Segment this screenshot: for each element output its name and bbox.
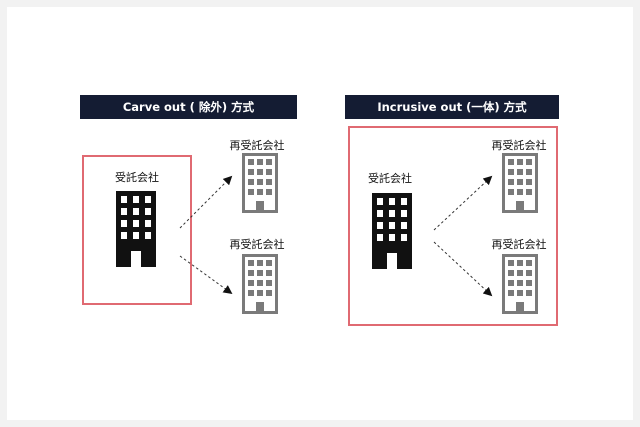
inclusive-out-contractor-label: 受託会社 — [368, 172, 412, 185]
dashed-arrow-icon — [179, 175, 233, 229]
office-building-icon — [242, 254, 278, 314]
carve-out-subcontractor-label-2: 再受託会社 — [229, 238, 285, 251]
inclusive-out-subcontractor-label-1: 再受託会社 — [491, 139, 547, 152]
inclusive-out-frame — [348, 126, 558, 326]
carve-out-subcontractor-label-1: 再受託会社 — [229, 139, 285, 152]
office-building-icon — [502, 153, 538, 213]
carve-out-contractor-label: 受託会社 — [115, 171, 159, 184]
dashed-arrow-icon — [433, 175, 493, 231]
office-building-icon — [242, 153, 278, 213]
panel-title-inclusive-out: Incrusive out (一体) 方式 — [345, 95, 559, 119]
office-building-icon — [116, 191, 156, 267]
office-building-icon — [372, 193, 412, 269]
diagram-card — [7, 7, 633, 420]
inclusive-out-subcontractor-label-2: 再受託会社 — [491, 238, 547, 251]
carve-out-contractor-frame — [82, 155, 192, 305]
panel-title-carve-out: Carve out ( 除外) 方式 — [80, 95, 297, 119]
office-building-icon — [502, 254, 538, 314]
dashed-arrow-icon — [179, 255, 233, 295]
dashed-arrow-icon — [433, 241, 493, 297]
